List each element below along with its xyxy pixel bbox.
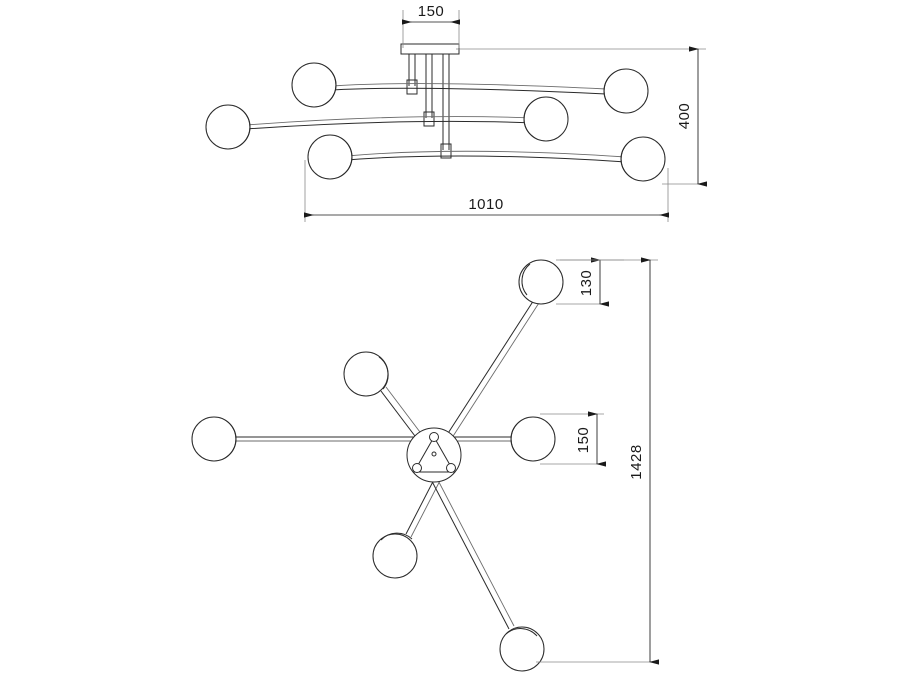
plan-arm-lower-right	[423, 462, 545, 672]
plan-arm-left	[191, 416, 420, 462]
dimension-globe-diameter-large: 150	[540, 411, 606, 467]
dimension-label-fixture-height: 400	[676, 103, 693, 130]
hub-mount-point-top	[429, 432, 439, 442]
plan-arm-lower-left	[372, 465, 447, 579]
arm-level-lower	[307, 134, 666, 182]
plan-arm-upper-right	[433, 259, 564, 459]
dimension-overall-height: 1428	[536, 257, 659, 665]
arm-level-middle	[205, 96, 569, 150]
stem-group	[408, 54, 450, 150]
globe-plan-6	[499, 626, 545, 672]
dimension-label-globe-diameter-small: 130	[578, 270, 595, 297]
hub-triangle-plate	[413, 435, 455, 473]
dimension-label-globe-diameter-large: 150	[575, 427, 592, 454]
hub-center-mark	[431, 451, 437, 457]
dimension-fixture-span: 1010	[304, 160, 669, 222]
plan-arm-right	[452, 416, 556, 462]
dimension-label-overall-height: 1428	[628, 444, 645, 479]
dimension-label-fixture-span: 1010	[468, 196, 503, 213]
arm-level-upper	[291, 62, 649, 114]
plan-central-hub	[406, 427, 462, 483]
globe-plan-1	[518, 259, 564, 305]
dimension-fixture-height: 400	[456, 46, 707, 187]
side-elevation-view	[205, 43, 666, 182]
dimension-canopy-width: 150	[402, 3, 460, 48]
plan-view	[191, 259, 564, 672]
hub-mount-point-right	[446, 463, 456, 473]
dimension-label-canopy-width: 150	[418, 3, 445, 20]
globe-plan-5	[372, 533, 418, 579]
plan-arm-upper-left	[343, 351, 430, 449]
hub-mount-point-left	[412, 463, 422, 473]
